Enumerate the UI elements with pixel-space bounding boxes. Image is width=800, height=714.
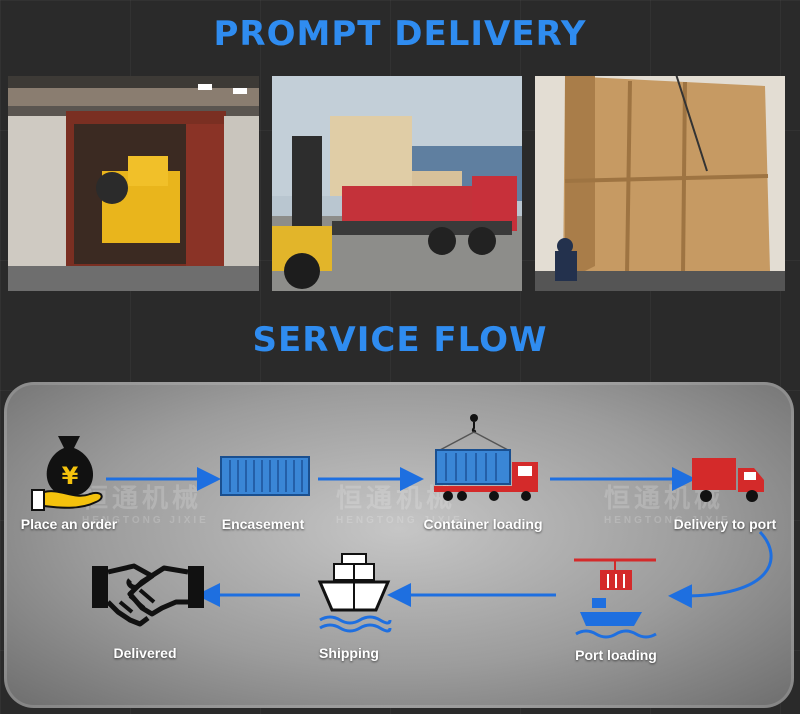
- svg-text:¥: ¥: [62, 462, 79, 490]
- service-flow-heading: SERVICE FLOW: [252, 320, 548, 360]
- photo-container-loading: [8, 76, 259, 291]
- step-label-delivered: Delivered: [113, 645, 177, 661]
- step-label-delivery-to-port: Delivery to port: [673, 516, 777, 532]
- step-label-place-order: Place an order: [20, 516, 118, 532]
- container-truck-crane-icon: [434, 414, 538, 501]
- prompt-delivery-heading: PROMPT DELIVERY: [213, 14, 587, 54]
- step-label-port-loading: Port loading: [575, 647, 657, 663]
- photo-wooden-crate: [535, 76, 785, 291]
- ship-icon: [317, 553, 392, 633]
- step-label-encasement: Encasement: [221, 516, 305, 532]
- step-label-shipping: Shipping: [319, 645, 379, 661]
- truck-icon: [692, 458, 764, 502]
- arrow-4: [668, 530, 773, 609]
- photo-forklift-truck: [272, 76, 522, 291]
- handshake-icon: [92, 563, 204, 627]
- step-label-container-loading: Container loading: [423, 516, 543, 532]
- flow-arrows: [106, 467, 773, 609]
- port-crane-ship-icon: [574, 558, 657, 639]
- container-icon: [220, 456, 310, 496]
- money-bag-hand-icon: ¥: [31, 436, 103, 511]
